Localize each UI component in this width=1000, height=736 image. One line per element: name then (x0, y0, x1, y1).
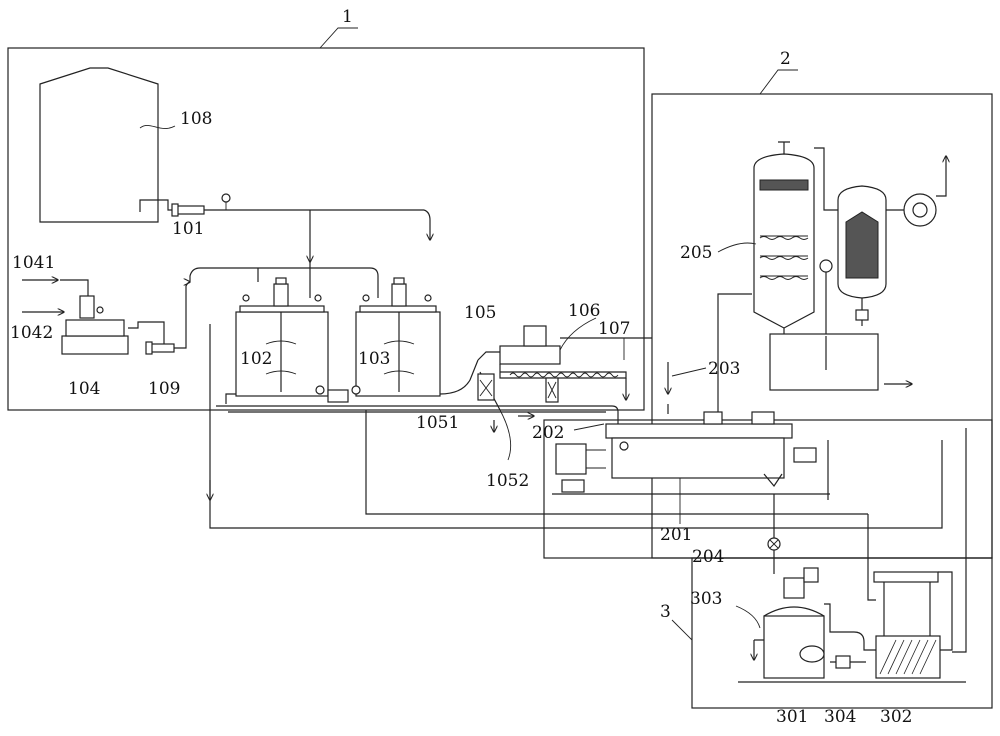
return-loop-outer (209, 324, 943, 529)
label-1041: 1041 (12, 253, 55, 273)
mixing-tank-102 (235, 277, 329, 397)
label-1051: 1051 (416, 413, 459, 433)
circulation-pump (819, 259, 833, 273)
label-201: 201 (660, 525, 692, 545)
label-103: 103 (358, 349, 390, 369)
region-1-number: 1 (342, 7, 353, 27)
region-2-number: 2 (780, 49, 791, 69)
label-101: 101 (172, 219, 204, 239)
feed-line-103 (423, 209, 430, 240)
label-203: 203 (708, 359, 740, 379)
feeder-105 (477, 351, 501, 411)
main-pipe-upper (216, 405, 619, 424)
return-loop-right (827, 428, 967, 653)
storage-silo-108 (39, 67, 176, 223)
region-2-leader (759, 69, 798, 95)
mixing-tank-103 (355, 277, 441, 397)
region-3-frame (691, 557, 993, 709)
tank-outlet-line (225, 359, 479, 404)
water-tank (769, 333, 879, 391)
label-102: 102 (240, 349, 272, 369)
label-302: 302 (880, 707, 912, 727)
leader-203 (671, 367, 707, 377)
label-301: 301 (776, 707, 808, 727)
label-106: 106 (568, 301, 600, 321)
leader-205 (717, 242, 757, 253)
exhaust-fan (886, 156, 946, 227)
upper-manifold (189, 267, 379, 298)
scrubber-205 (753, 141, 838, 329)
filter-tower (837, 185, 887, 326)
label-1042: 1042 (10, 323, 53, 343)
dissolving-tank-104 (60, 279, 129, 355)
label-202: 202 (532, 423, 564, 443)
label-304: 304 (824, 707, 856, 727)
label-104: 104 (68, 379, 100, 399)
region-3-leader (671, 619, 693, 641)
column-recycle-line (717, 272, 827, 412)
label-108: 108 (180, 109, 212, 129)
heat-exchanger-302 (834, 514, 953, 679)
leader-106 (559, 317, 597, 351)
region-3-number: 3 (660, 602, 671, 622)
return-loop-mid (365, 410, 868, 515)
pump-101 (171, 193, 424, 217)
label-109: 109 (148, 379, 180, 399)
region-2-frame (651, 93, 993, 559)
reactor-301 (738, 567, 966, 683)
label-1052: 1052 (486, 471, 529, 491)
pump-304 (830, 655, 866, 669)
dryer-201 (552, 411, 830, 495)
leader-202 (573, 423, 605, 431)
leader-1052 (499, 409, 512, 461)
transfer-pump (315, 385, 361, 403)
label-204: 204 (692, 547, 724, 567)
pump-109 (128, 282, 190, 355)
region-1-leader (319, 27, 358, 49)
column-to-tank (783, 328, 827, 370)
label-205: 205 (680, 243, 712, 263)
leader-303 (735, 605, 761, 629)
label-105: 105 (464, 303, 496, 323)
label-107: 107 (598, 319, 630, 339)
valve-204 (767, 494, 781, 574)
screw-conveyor-106 (499, 325, 627, 403)
label-303: 303 (690, 589, 722, 609)
region-1-frame (7, 47, 645, 411)
